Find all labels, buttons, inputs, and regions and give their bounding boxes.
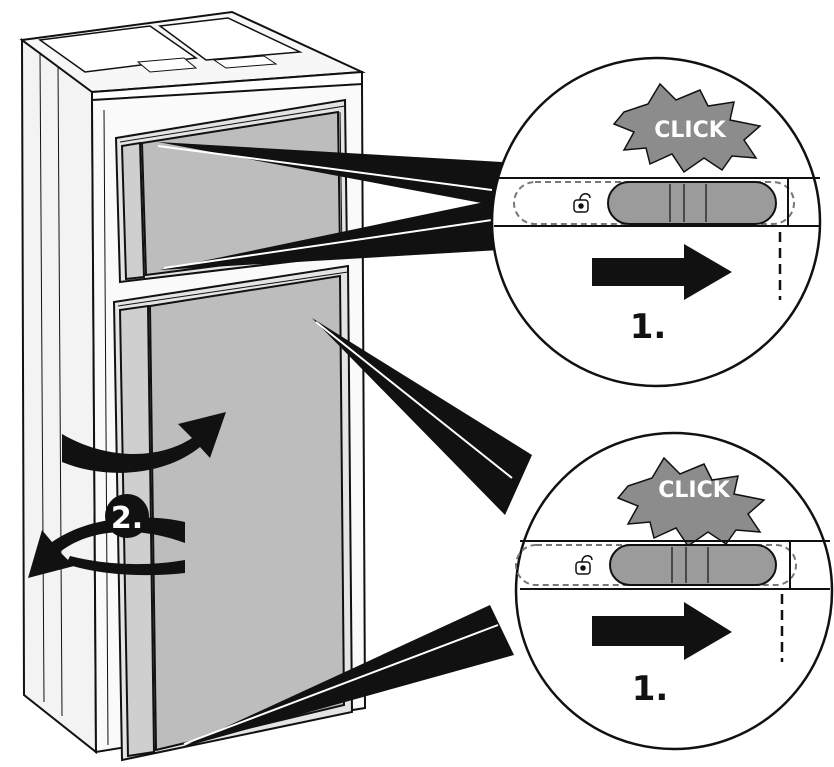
padlock-icon [575,555,593,575]
door-step-label: 2. [111,501,143,536]
click-burst-bottom [616,456,766,548]
arrow-right-icon-top [592,244,732,300]
arrow-right-icon-bottom [592,602,732,660]
rotate-arrow-lower [28,517,185,578]
callout-bottom-circle [514,431,834,751]
click-text-top: CLICK [654,118,726,143]
step-label-bottom: 1. [632,669,669,709]
beam-lower-top [312,318,532,515]
slider-knob-bottom[interactable] [609,544,777,586]
rotate-arrow-upper [62,412,226,473]
beam-upper-bottom [160,200,500,270]
click-burst-top [612,82,762,174]
lower-door [112,264,354,762]
callout-top: CLICK 1. [490,56,822,388]
door-step-badge: 2. [105,494,149,538]
callout-bottom: CLICK 1. [514,431,834,751]
beam-lower-bottom [180,605,514,748]
step-label-top: 1. [630,307,667,347]
slider-knob-top[interactable] [607,181,777,225]
rotate-arrows-icon [28,412,226,578]
padlock-icon [573,193,591,213]
click-text-bottom: CLICK [658,478,730,503]
